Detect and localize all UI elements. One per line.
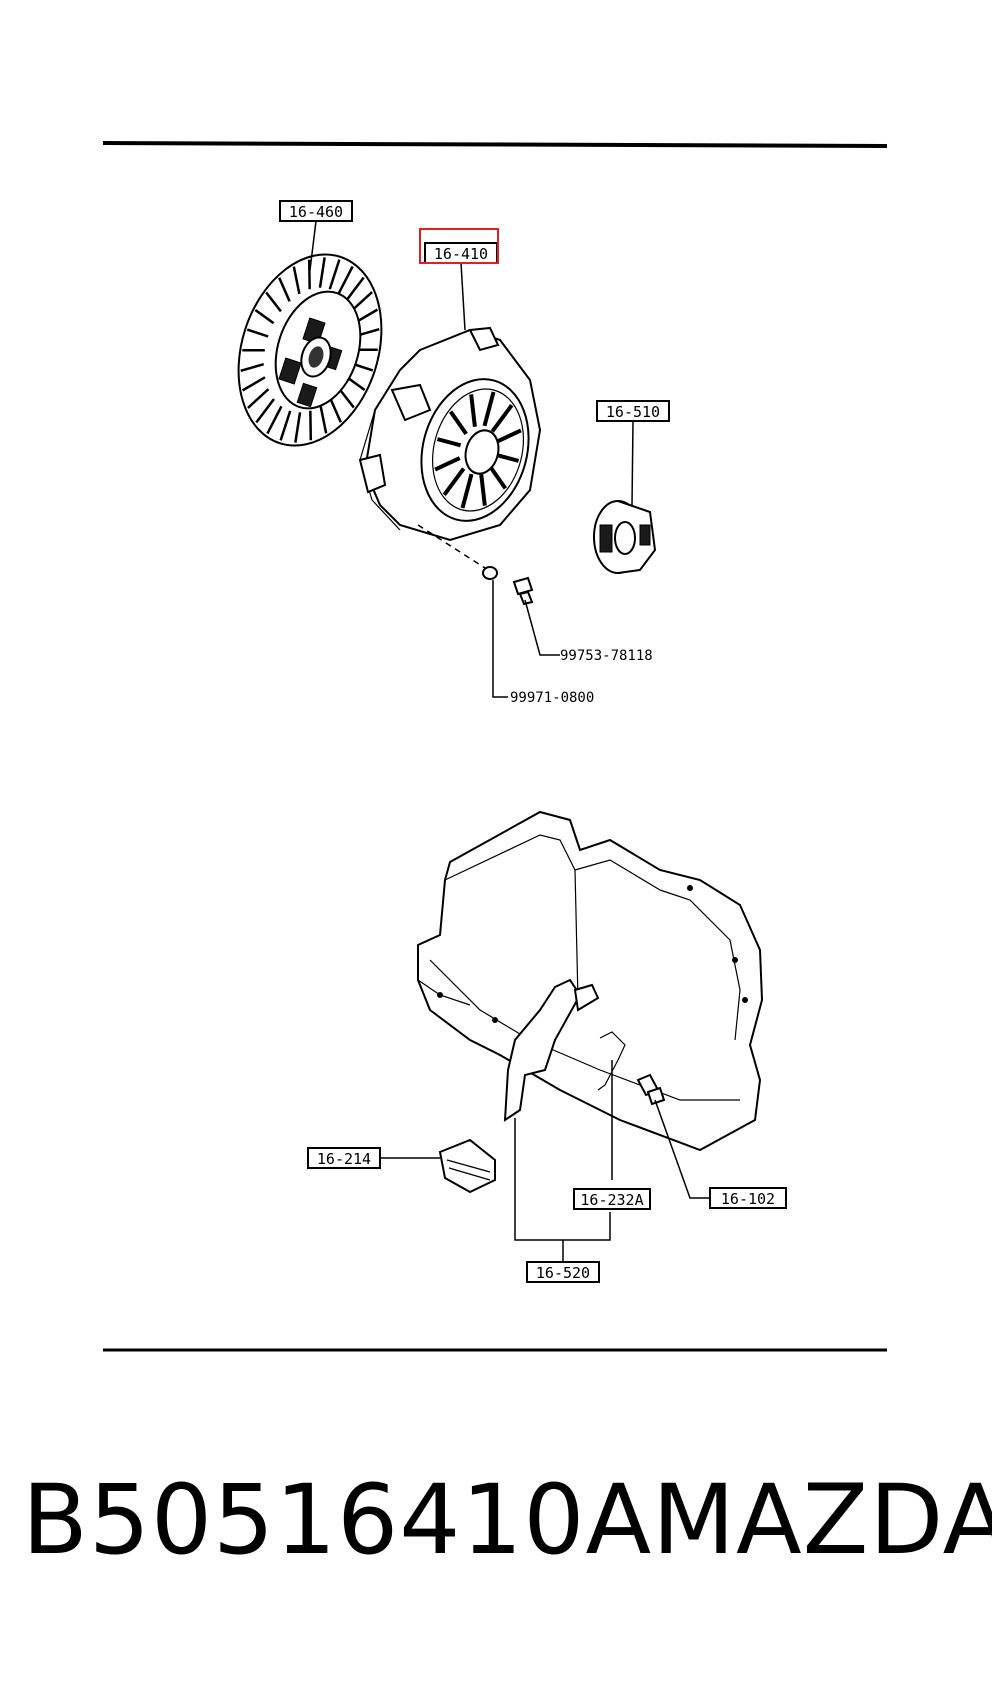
label-release-fork[interactable]: 16-520 <box>526 1261 600 1283</box>
svg-text:16-520: 16-520 <box>536 1264 590 1282</box>
top-rule <box>102 141 888 148</box>
footer-caption: B50516410A MAZDA <box>22 1464 992 1576</box>
label-retaining-spring[interactable]: 16-232A <box>573 1188 651 1210</box>
brand-name: MAZDA <box>652 1464 992 1576</box>
highlight-box <box>419 228 499 264</box>
part-number: B50516410A <box>22 1464 653 1576</box>
label-release-bearing[interactable]: 16-510 <box>596 400 670 422</box>
label-pivot-bolt[interactable]: 16-102 <box>709 1187 787 1209</box>
alignment-dash <box>417 524 486 569</box>
clutch-disc[interactable] <box>215 236 405 464</box>
label-cover-bolt[interactable]: 99753-78118 <box>560 648 653 664</box>
svg-text:16-102: 16-102 <box>721 1190 775 1208</box>
label-fork-boot[interactable]: 16-214 <box>307 1147 381 1169</box>
pivot-bolt[interactable] <box>636 1073 666 1106</box>
fork-boot[interactable] <box>438 1138 496 1194</box>
svg-text:16-410: 16-410 <box>434 245 488 263</box>
label-clutch-cover[interactable]: 16-410 <box>424 242 498 264</box>
release-fork[interactable] <box>503 978 600 1122</box>
release-bearing[interactable] <box>593 500 657 574</box>
leader-lines <box>309 220 710 1262</box>
label-clutch-disc[interactable]: 16-460 <box>279 200 353 222</box>
svg-text:16-214: 16-214 <box>317 1150 371 1168</box>
svg-text:16-510: 16-510 <box>606 403 660 421</box>
svg-text:16-460: 16-460 <box>289 203 343 221</box>
label-lock-washer[interactable]: 99971-0800 <box>510 690 594 706</box>
clutch-cover[interactable] <box>358 326 544 542</box>
cover-bolt[interactable] <box>512 576 534 606</box>
svg-text:16-232A: 16-232A <box>580 1191 643 1209</box>
retaining-spring[interactable] <box>597 1031 626 1091</box>
transaxle-housing <box>417 810 764 1152</box>
lock-washer[interactable] <box>482 566 498 580</box>
